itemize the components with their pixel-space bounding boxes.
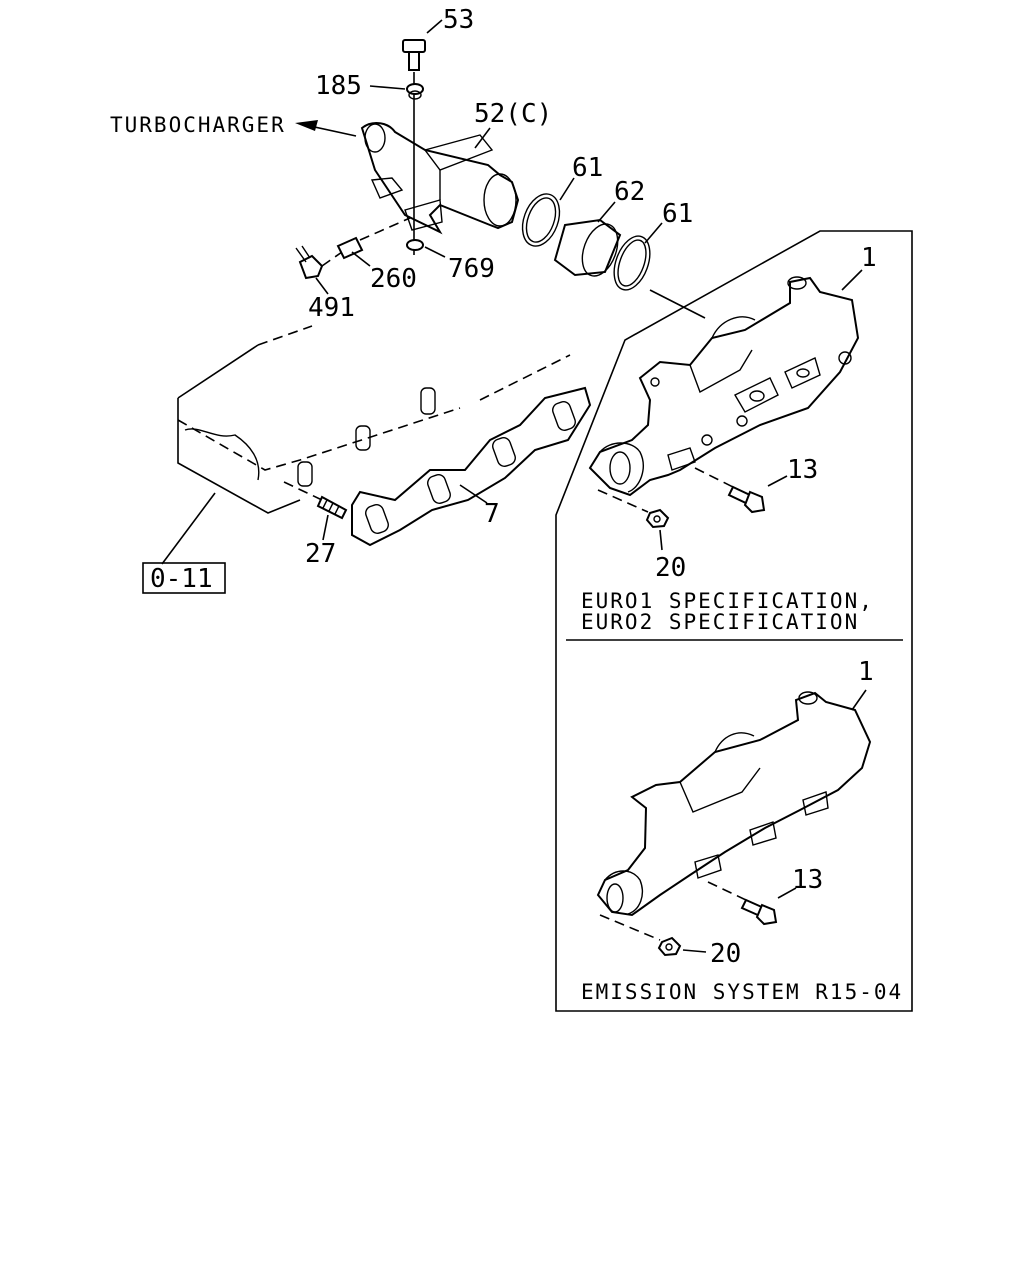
- caption-euro-line2: EURO2 SPECIFICATION: [581, 610, 859, 634]
- label-52c: 52(C): [474, 99, 552, 129]
- clamp-61-left: [521, 177, 575, 247]
- stud-27: [283, 481, 348, 541]
- nut-20-emission: [599, 914, 707, 957]
- exhaust-pipe-52c: [360, 122, 520, 235]
- bolt-13-emission: [707, 881, 797, 926]
- label-260: 260: [370, 264, 417, 294]
- caption-euro-line1: EURO1 SPECIFICATION,: [581, 589, 874, 613]
- label-20-emission: 20: [710, 939, 741, 969]
- label-7: 7: [484, 499, 500, 529]
- label-20-euro: 20: [655, 553, 686, 583]
- label-ref-0-11: 0-11: [150, 564, 213, 594]
- sensor-491: [295, 245, 343, 295]
- label-13-emission: 13: [792, 865, 823, 895]
- label-61-left: 61: [572, 153, 603, 183]
- label-61-right: 61: [662, 199, 693, 229]
- bolt-53: [402, 19, 443, 255]
- reference-box: [142, 562, 226, 594]
- label-13-euro: 13: [787, 455, 818, 485]
- bolt-13-euro: [694, 467, 788, 514]
- pipe-center-line: [649, 289, 706, 319]
- label-62: 62: [614, 177, 645, 207]
- label-turbocharger: TURBOCHARGER: [110, 113, 286, 137]
- tube-260: [336, 217, 411, 267]
- nut-20-euro: [597, 489, 670, 551]
- exhaust-manifold-1-euro: [588, 269, 863, 497]
- cylinder-head: [161, 325, 571, 565]
- gasket-7: [351, 386, 592, 547]
- label-1-emission: 1: [858, 657, 874, 687]
- sleeve-62: [553, 201, 622, 277]
- label-185: 185: [315, 71, 362, 101]
- clamp-61-right: [613, 222, 663, 291]
- label-27: 27: [305, 539, 336, 569]
- label-1-euro: 1: [861, 243, 877, 273]
- washer-185: [369, 83, 424, 100]
- label-53: 53: [443, 5, 474, 35]
- inset-frame: [555, 230, 913, 1012]
- label-491: 491: [308, 293, 355, 323]
- caption-emission: EMISSION SYSTEM R15-04: [581, 980, 903, 1004]
- exhaust-manifold-1-emission: [596, 689, 872, 917]
- turbocharger-arrow: [295, 120, 357, 137]
- label-769: 769: [448, 254, 495, 284]
- washer-769: [406, 239, 446, 258]
